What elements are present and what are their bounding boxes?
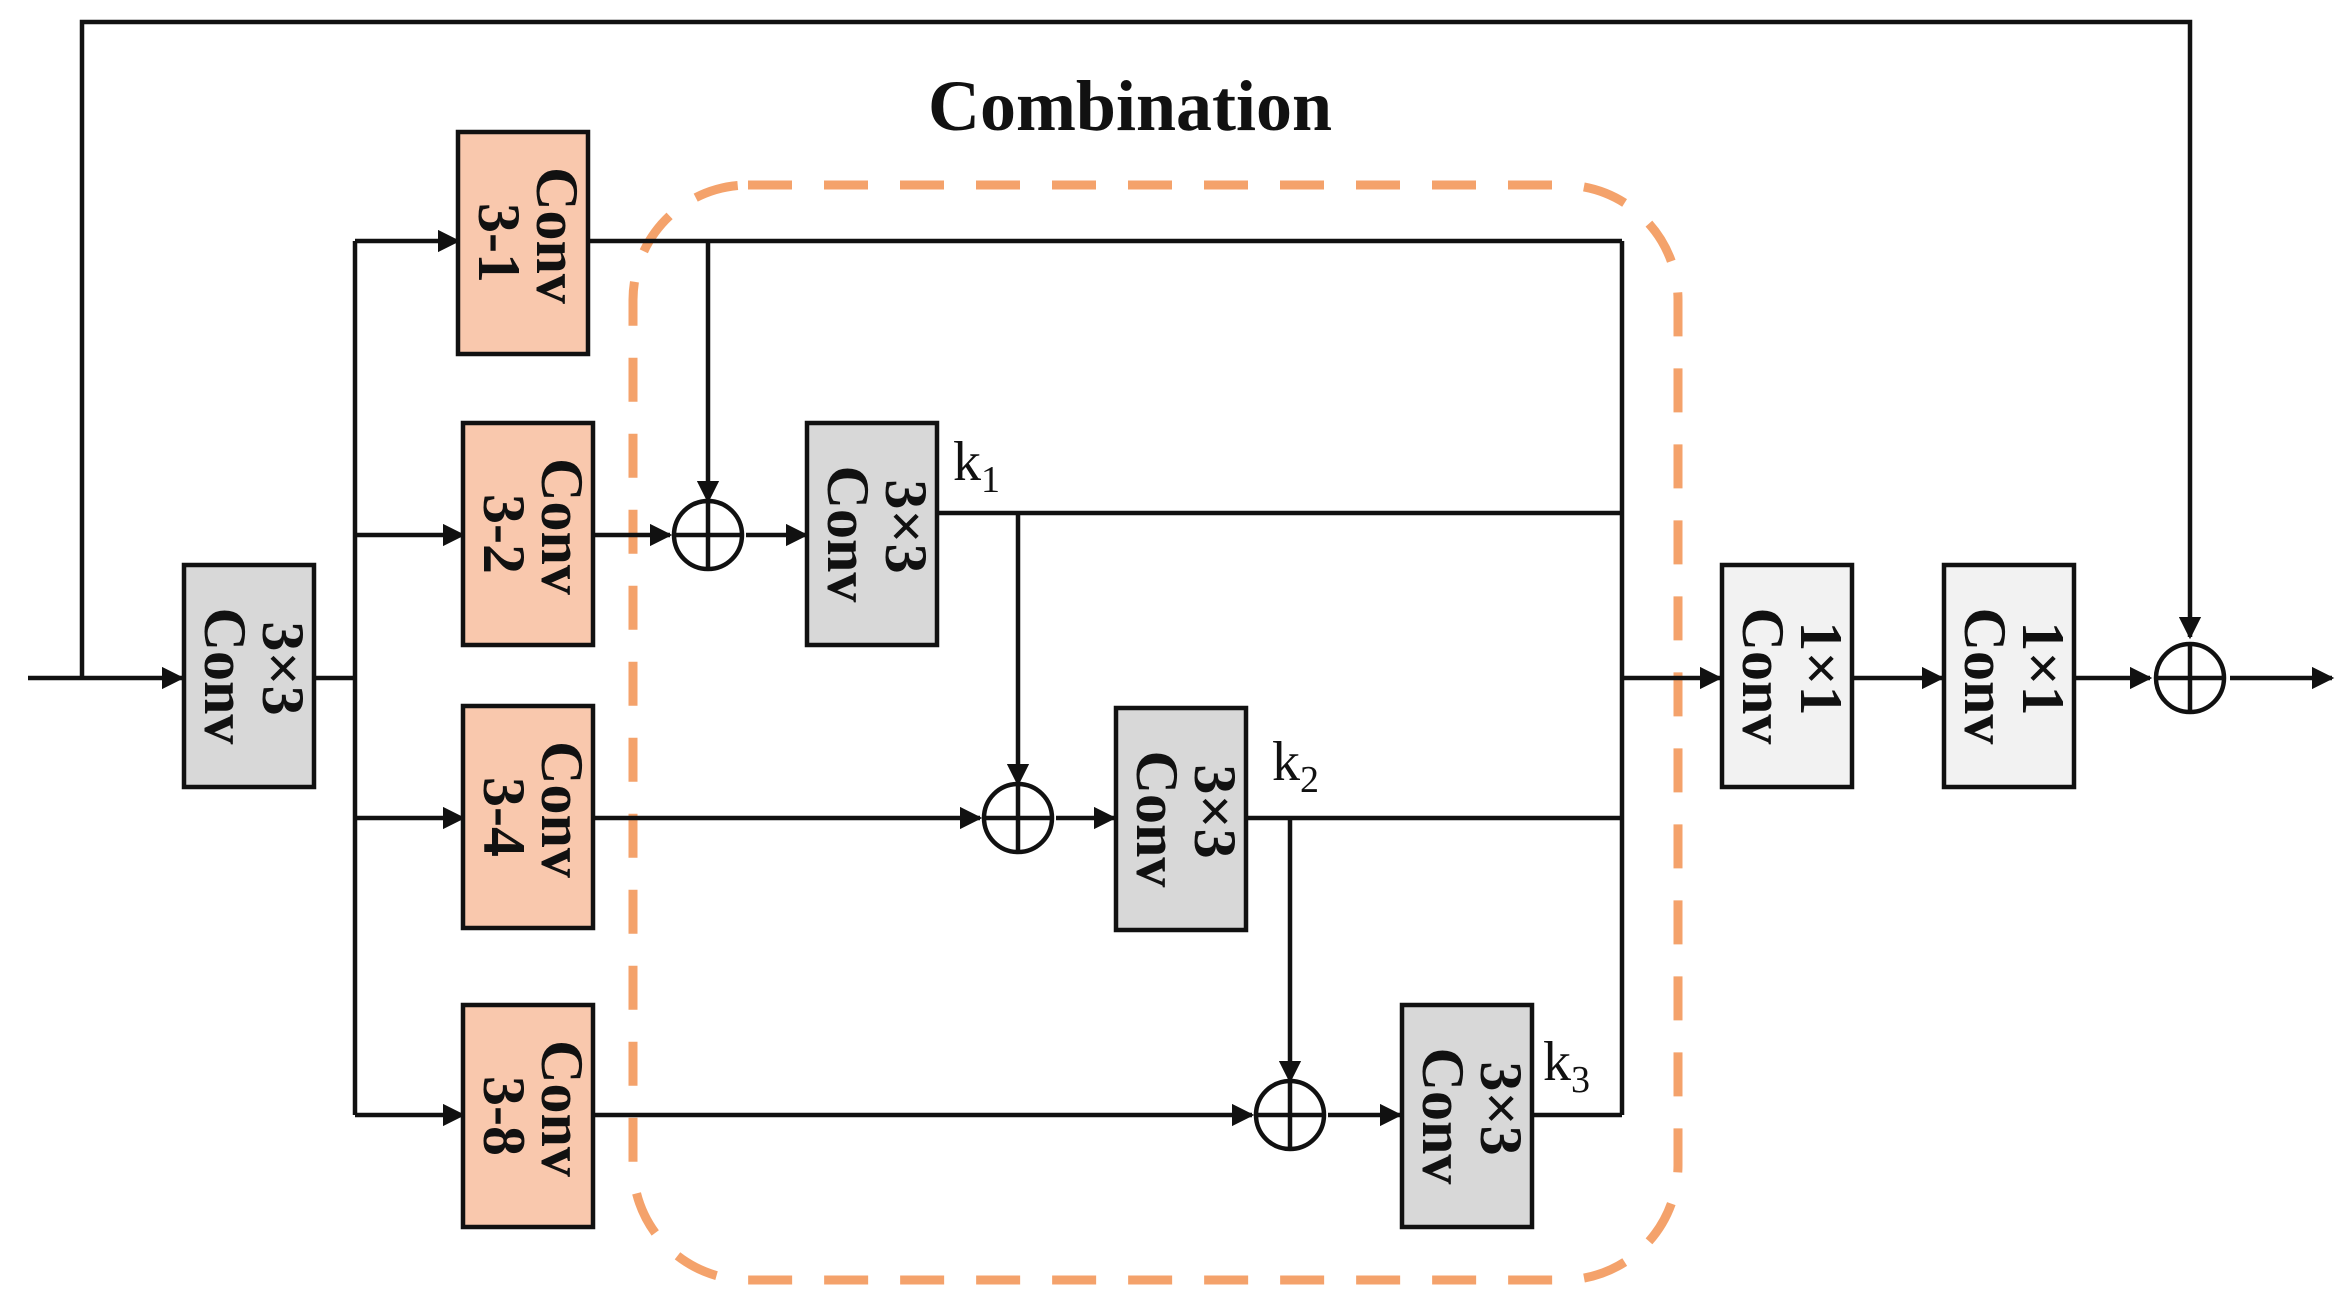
k3-label: k3: [1543, 1031, 1590, 1101]
k2-conv-line2: Conv: [1124, 751, 1190, 888]
fuse-conv-b-block: 1×1 Conv: [1941, 562, 2077, 790]
conv3-8-line2: 3-8: [471, 1076, 537, 1156]
svg-text:Conv 3-8: Conv 3-8: [471, 1040, 595, 1192]
svg-text:Conv 3-4: Conv 3-4: [471, 741, 595, 893]
connections: [28, 19, 2335, 1127]
k1-conv-line1: 3×3: [873, 479, 939, 573]
conv3-1-block: Conv 3-1: [455, 129, 591, 357]
conv3-2-block: Conv 3-2: [460, 420, 596, 648]
conv3-1-line2: 3-1: [466, 203, 532, 283]
sum-node-1: [671, 498, 745, 572]
k1-conv-block: 3×3 Conv: [804, 420, 940, 648]
combination-title: Combination: [928, 66, 1332, 146]
conv3-2-line1: Conv: [529, 458, 595, 595]
k3-conv-block: 3×3 Conv: [1399, 1002, 1535, 1230]
conv3-2-line2: 3-2: [471, 494, 537, 574]
svg-text:Conv 3-1: Conv 3-1: [466, 167, 590, 319]
svg-text:3×3 Conv: 3×3 Conv: [815, 466, 939, 603]
k3-conv-line2: Conv: [1410, 1048, 1476, 1185]
input-conv-line1: 3×3: [250, 621, 316, 715]
fuse-conv-b-line1: 1×1: [2010, 621, 2076, 715]
fuse-conv-a-line2: Conv: [1730, 608, 1796, 745]
sum-node-3: [1253, 1078, 1327, 1152]
k2-subscript: 2: [1300, 759, 1319, 801]
conv3-8-line1: Conv: [529, 1040, 595, 1177]
skip-connection: [79, 19, 2202, 678]
k2-label: k2: [1272, 731, 1319, 801]
input-conv-line2: Conv: [192, 608, 258, 745]
sum-node-output: [2153, 641, 2227, 715]
k1-letter: k: [953, 431, 981, 493]
k3-letter: k: [1543, 1031, 1571, 1093]
k2-conv-block: 3×3 Conv: [1113, 705, 1249, 933]
fuse-conv-a-block: 1×1 Conv: [1719, 562, 1855, 790]
k1-conv-line2: Conv: [815, 466, 881, 603]
k1-label: k1: [953, 431, 1000, 501]
k2-conv-line1: 3×3: [1182, 764, 1248, 858]
input-conv-block: 3×3 Conv: [181, 562, 317, 790]
svg-text:3×3 Conv: 3×3 Conv: [1124, 751, 1248, 888]
conv3-1-line1: Conv: [524, 167, 590, 304]
conv3-4-line2: 3-4: [471, 777, 537, 857]
sum-node-2: [981, 781, 1055, 855]
conv3-4-block: Conv 3-4: [460, 703, 596, 931]
k3-conv-line1: 3×3: [1468, 1061, 1534, 1155]
conv3-8-block: Conv 3-8: [460, 1002, 596, 1230]
k1-subscript: 1: [981, 459, 1000, 501]
svg-text:1×1 Conv: 1×1 Conv: [1730, 608, 1854, 745]
fuse-conv-b-line2: Conv: [1952, 608, 2018, 745]
svg-text:3×3 Conv: 3×3 Conv: [1410, 1048, 1534, 1185]
k2-letter: k: [1272, 731, 1300, 793]
svg-text:3×3 Conv: 3×3 Conv: [192, 608, 316, 745]
conv3-4-line1: Conv: [529, 741, 595, 878]
svg-text:Conv 3-2: Conv 3-2: [471, 458, 595, 610]
fuse-conv-a-line1: 1×1: [1788, 621, 1854, 715]
combination-region: [628, 180, 1683, 1285]
k3-subscript: 3: [1571, 1059, 1590, 1101]
svg-text:1×1 Conv: 1×1 Conv: [1952, 608, 2076, 745]
